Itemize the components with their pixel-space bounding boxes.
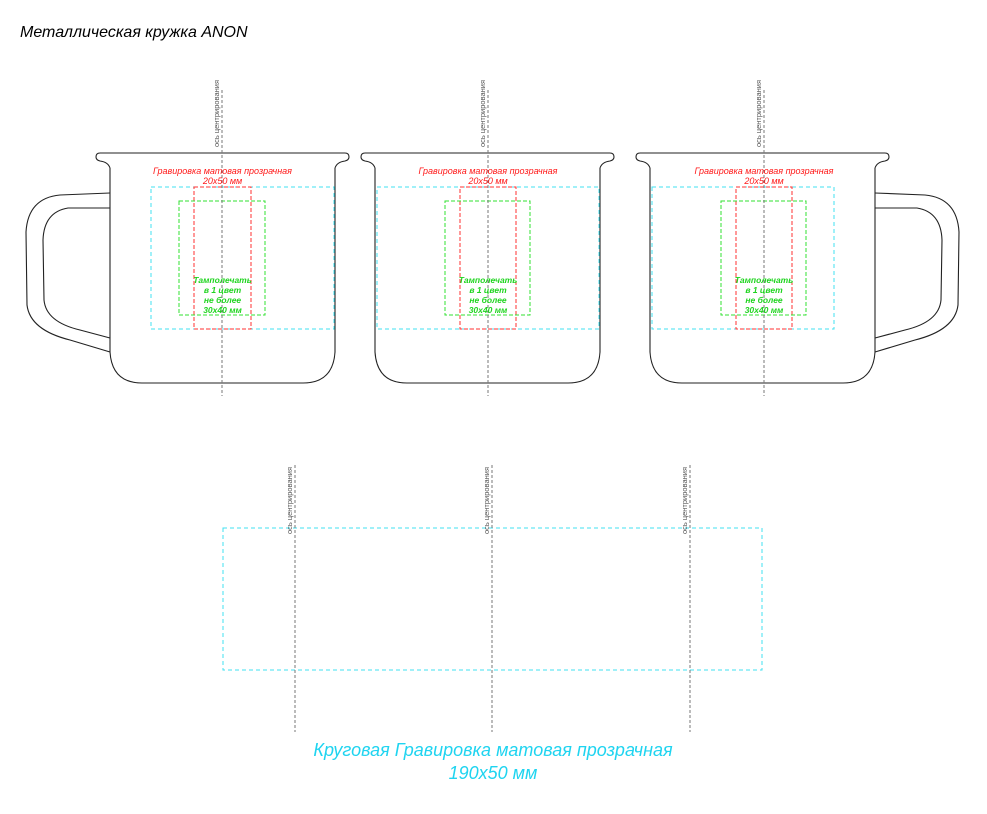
pad-print-label: не более bbox=[204, 295, 242, 305]
pad-print-label: в 1 цвет bbox=[745, 285, 783, 295]
mug-rim bbox=[360, 152, 615, 169]
mug-handle bbox=[25, 192, 111, 353]
pad-print-label: Тамполечать bbox=[193, 275, 252, 285]
circular-engraving-layout: ось центрирования ось центрирования ось … bbox=[222, 465, 763, 783]
pad-print-label: 30x40 мм bbox=[203, 305, 242, 315]
mug-body bbox=[649, 168, 876, 384]
circular-engraving-area bbox=[222, 527, 763, 671]
axis-label: ось центрирования bbox=[754, 80, 763, 147]
engraving-label: Гравировка матовая прозрачная bbox=[153, 166, 292, 176]
pad-print-label: Тамполечать bbox=[459, 275, 518, 285]
axis-label: ось центрирования bbox=[478, 80, 487, 147]
engraving-label: Гравировка матовая прозрачная bbox=[695, 166, 834, 176]
axis-label: ось центрирования bbox=[680, 467, 689, 534]
circular-engraving-size: 190x50 мм bbox=[449, 763, 538, 783]
pad-print-label: 30x40 мм bbox=[469, 305, 508, 315]
pad-print-label: Тамполечать bbox=[735, 275, 794, 285]
circular-engraving-zone bbox=[651, 186, 835, 330]
mug-handle bbox=[874, 192, 960, 353]
engraving-size: 20x50 мм bbox=[467, 176, 507, 186]
axis-label: ось центрирования bbox=[285, 467, 294, 534]
pad-print-label: в 1 цвет bbox=[204, 285, 242, 295]
pad-print-label: не более bbox=[469, 295, 507, 305]
circular-engraving-label: Круговая Гравировка матовая прозрачная bbox=[313, 740, 673, 760]
pad-print-label: не более bbox=[745, 295, 783, 305]
engraving-size: 20x50 мм bbox=[202, 176, 242, 186]
circular-engraving-zone bbox=[150, 186, 335, 330]
pad-print-label: 30x40 мм bbox=[745, 305, 784, 315]
mug-rim bbox=[95, 152, 350, 169]
axis-label: ось центрирования bbox=[482, 467, 491, 534]
mug-rim bbox=[635, 152, 890, 169]
engraving-zone bbox=[193, 186, 252, 330]
page-title: Металлическая кружка ANON bbox=[20, 24, 248, 41]
engraving-label: Гравировка матовая прозрачная bbox=[419, 166, 558, 176]
axis-label: ось центрирования bbox=[212, 80, 221, 147]
pad-print-label: в 1 цвет bbox=[469, 285, 507, 295]
engraving-size: 20x50 мм bbox=[743, 176, 783, 186]
